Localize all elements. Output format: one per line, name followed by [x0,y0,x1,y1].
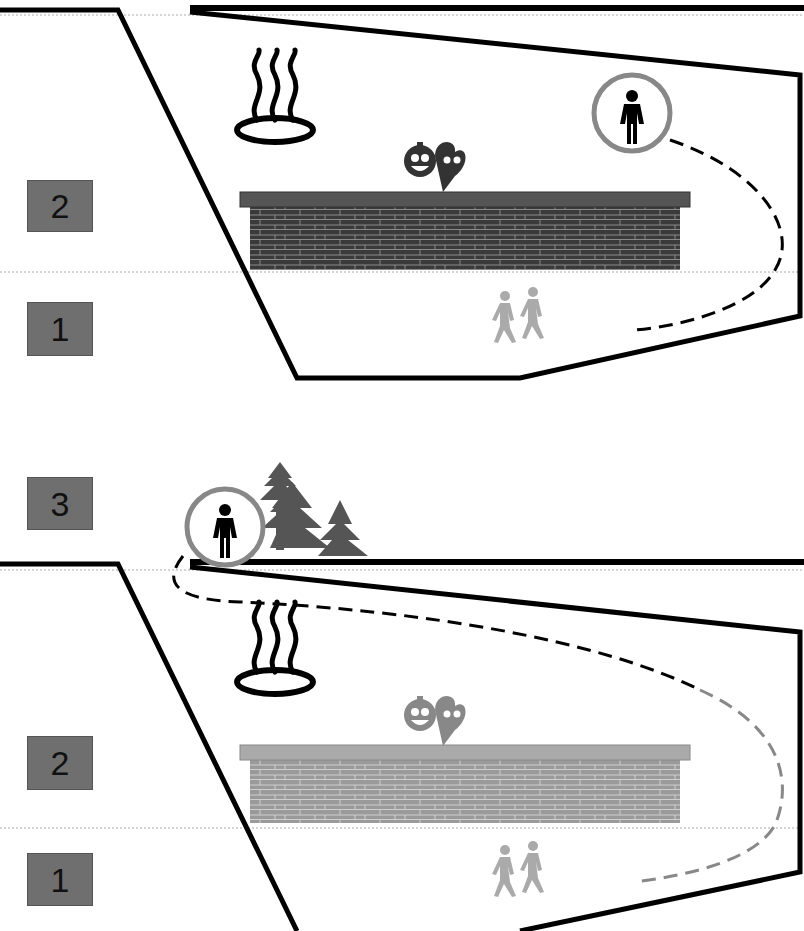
callout-number: 2 [43,742,78,784]
callout-box: 3 [27,477,93,530]
callout-box: 2 [27,180,93,232]
callout-number: 1 [43,308,78,350]
callout-box: 1 [27,302,93,356]
callout-number: 3 [43,483,78,525]
bottom-panel [0,462,804,931]
callout-box: 2 [27,736,93,790]
callout-number: 2 [43,185,78,227]
callout-box: 1 [27,853,93,906]
callout-number: 1 [43,859,78,901]
top-panel [0,8,804,378]
